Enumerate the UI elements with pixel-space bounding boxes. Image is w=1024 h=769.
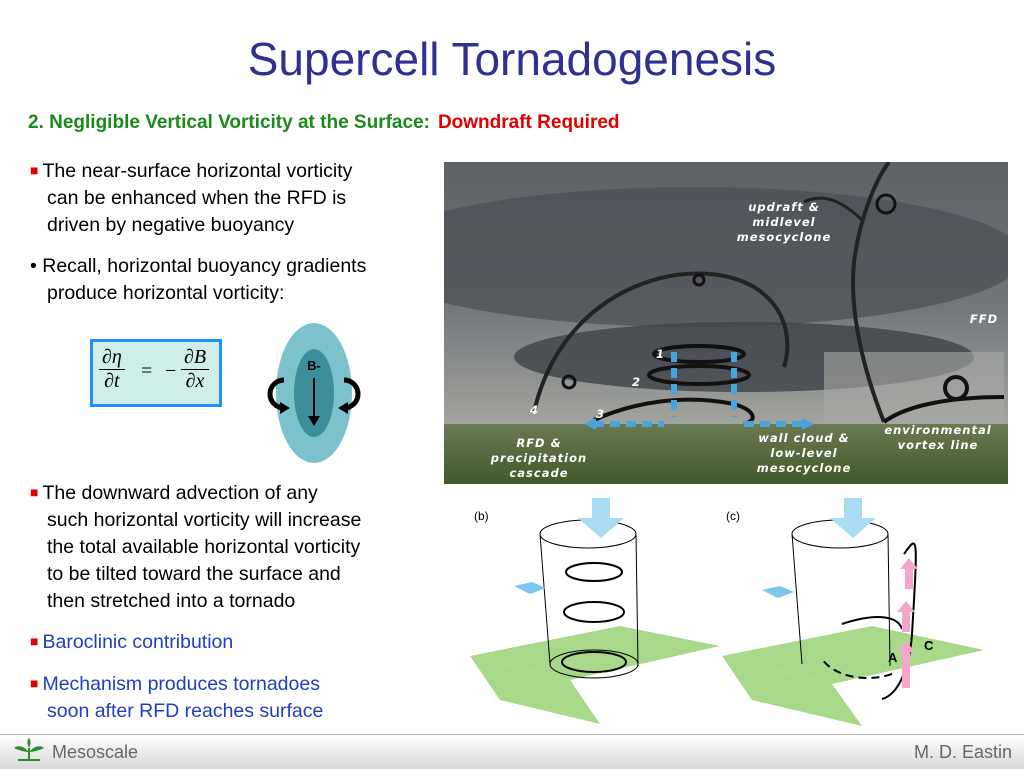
slide-title: Supercell Tornadogenesis — [247, 33, 777, 85]
svg-text:midlevel: midlevel — [752, 215, 815, 229]
subtitle-green: 2. Negligible Vertical Vorticity at the … — [28, 112, 430, 133]
minus-sign: − — [165, 360, 177, 382]
rotation-right-icon — [343, 377, 361, 411]
panel-c-diagram: (c) A C — [722, 498, 984, 726]
horizontal-flow-icon — [762, 586, 794, 598]
vortex-ring-1 — [652, 344, 746, 364]
svg-text:vortex line: vortex line — [898, 438, 979, 452]
footer-author: M. D. Eastin — [913, 742, 1012, 762]
bullet-square-icon: ■ — [30, 675, 39, 691]
panel-b-diagram: (b) — [470, 498, 720, 724]
number-4: 4 — [529, 403, 539, 417]
circulation-icon — [692, 273, 706, 287]
bullet-baroclinic: ■Baroclinic contribution — [30, 631, 234, 653]
ground-field — [444, 424, 1008, 484]
lhs-fraction: ∂η ∂t — [99, 346, 125, 393]
number-1: 1 — [656, 347, 665, 361]
bullet-downward-advection: ■The downward advection of any such hori… — [30, 482, 362, 612]
svg-text:mesocyclone: mesocyclone — [737, 230, 832, 244]
wall-cloud-label: wall cloud & — [758, 431, 849, 445]
label-c: C — [924, 638, 934, 653]
label-a: A — [888, 650, 898, 665]
downdraft-arrow-icon — [592, 498, 610, 518]
panel-c-label: (c) — [726, 509, 740, 523]
plant-logo-icon — [14, 738, 44, 761]
number-2: 2 — [632, 375, 641, 389]
bullet-square-icon: ■ — [30, 633, 39, 649]
bullet-square-icon: ■ — [30, 162, 39, 178]
updraft-arrow-icon — [905, 569, 913, 589]
svg-text:cascade: cascade — [509, 466, 568, 480]
buoyancy-diagram: B- — [267, 323, 361, 463]
updraft-label: updraft & — [748, 200, 820, 214]
svg-text:mesocyclone: mesocyclone — [757, 461, 852, 475]
vertical-vortex-line — [851, 162, 891, 423]
ground-plane — [722, 626, 984, 684]
equals-sign: = — [141, 360, 153, 382]
svg-text:precipitation: precipitation — [490, 451, 587, 465]
slide-subtitle: 2. Negligible Vertical Vorticity at the … — [28, 112, 620, 134]
rfd-label: RFD & — [516, 436, 561, 450]
vortex-ring-2 — [647, 364, 751, 386]
footer-course: Mesoscale — [52, 742, 139, 762]
horizontal-flow-icon — [514, 582, 546, 594]
number-3: 3 — [596, 407, 605, 421]
rhs-fraction: ∂B ∂x — [181, 346, 210, 393]
downdraft-arrow-icon — [844, 498, 862, 518]
bullet-rfd-buoyancy: ■The near-surface horizontal vorticity c… — [30, 160, 353, 236]
vortex-ring-3 — [593, 397, 755, 426]
down-arrow-icon — [308, 416, 320, 426]
environmental-vortex-label: environmental — [884, 423, 991, 437]
vorticity-equation: ∂η ∂t = − ∂B ∂x — [90, 339, 222, 407]
bullet-recall-buoyancy: • Recall, horizontal buoyancy gradients … — [30, 255, 367, 304]
vortex-ring — [565, 562, 623, 582]
footer-bar — [0, 734, 1024, 769]
buoyancy-label: B- — [307, 358, 321, 373]
bullet-square-icon: ■ — [30, 484, 39, 500]
supercell-photo: updraft & midlevel mesocyclone FFD RFD &… — [444, 162, 1008, 484]
subtitle-red: Downdraft Required — [437, 112, 620, 133]
svg-text:low-level: low-level — [770, 446, 837, 460]
bullet-mechanism: ■Mechanism produces tornadoes soon after… — [30, 673, 324, 722]
arch-vortex-line — [532, 271, 790, 413]
rotation-left-icon — [267, 377, 285, 411]
panel-b-label: (b) — [474, 509, 489, 523]
ffd-label: FFD — [970, 312, 998, 326]
tilted-vortex-line — [881, 542, 917, 700]
